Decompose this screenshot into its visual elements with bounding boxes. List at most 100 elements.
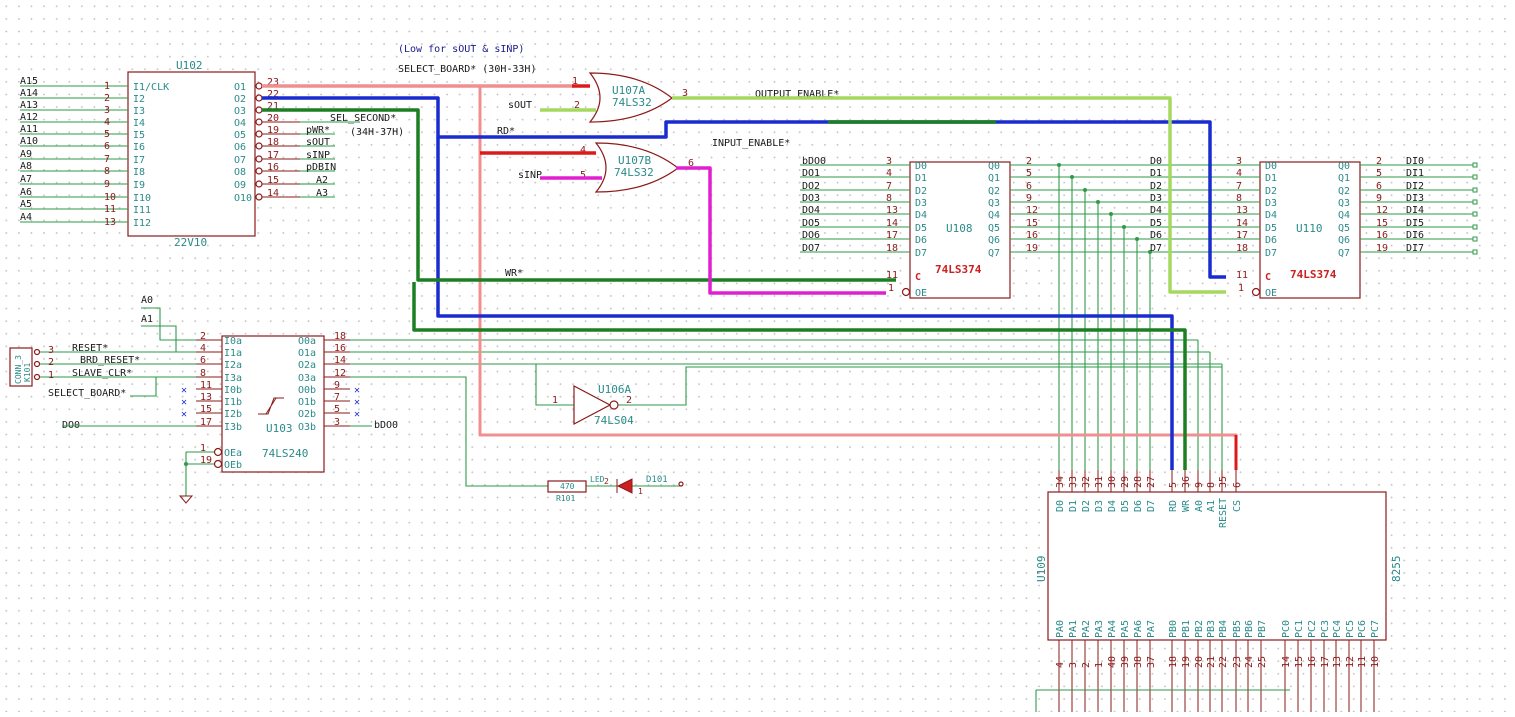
u103-output-pin: 7 — [334, 392, 340, 403]
u110-output-pin: 6 — [1376, 181, 1382, 192]
u110-input-net: D7 — [1150, 243, 1162, 254]
k101-net-select-board: SELECT_BOARD* — [48, 388, 126, 399]
u109-bottom-pin-name: PA3 — [1094, 620, 1105, 638]
u109-bottom-pin-name: PA4 — [1107, 620, 1118, 638]
u109-bottom-pin-name: PC7 — [1370, 620, 1381, 638]
u110-output-net: DI2 — [1406, 181, 1424, 192]
input-enable-highlight — [676, 166, 886, 295]
u102-input-net: A10 — [20, 136, 38, 147]
u108-oe-pin: 1 — [888, 283, 894, 294]
u102-input-net: A15 — [20, 76, 38, 87]
ground-icon — [178, 495, 194, 504]
u110-ref: U110 — [1296, 222, 1323, 235]
u110-output-terminal — [1472, 236, 1478, 242]
u102-input-pin: 4 — [104, 117, 110, 128]
vcc-terminal — [678, 481, 684, 487]
u109-top-pin-num: 5 — [1168, 482, 1179, 488]
u107b-body — [594, 142, 679, 193]
u102-output-net: A2 — [316, 175, 328, 186]
select-board-wire — [130, 376, 196, 397]
u108-input-pin: 18 — [886, 243, 898, 254]
r101-body — [547, 480, 587, 493]
u108-input-name: D0 — [915, 161, 927, 172]
u108-output-name: Q3 — [988, 198, 1000, 209]
u110-oe-name: OE — [1265, 288, 1277, 299]
u102-input-net: A14 — [20, 88, 38, 99]
u110-value: 74LS374 — [1290, 268, 1337, 281]
u103-input-name: I0a — [224, 336, 242, 347]
u102-output-net: A3 — [316, 188, 328, 199]
u102-output-bubble — [255, 106, 263, 114]
u109-bottom-pin-name: PA1 — [1068, 620, 1079, 638]
u109-bottom-pin-name: PB7 — [1257, 620, 1268, 638]
u109-top-pin-name: A0 — [1194, 500, 1205, 512]
u103-output-name: O2b — [298, 409, 316, 420]
u110-output-name: Q2 — [1338, 186, 1350, 197]
u103-net-a0: A0 — [141, 295, 153, 306]
u108-output-pin: 12 — [1026, 205, 1038, 216]
u109-bottom-pin-name: PC4 — [1332, 620, 1343, 638]
u109-top-pin-num: 33 — [1068, 476, 1079, 488]
u106a-body — [573, 385, 612, 425]
u102-output-pin: 21 — [267, 101, 279, 112]
u103-input-pin: 17 — [200, 417, 212, 428]
u108-input-net: DO1 — [802, 168, 820, 179]
u110-output-name: Q1 — [1338, 173, 1350, 184]
k101-net-label: SLAVE_CLR* — [72, 368, 132, 379]
u103-oe-pin: 1 — [200, 443, 206, 454]
u110-clk-name: C — [1265, 272, 1271, 283]
u102-input-pin: 3 — [104, 105, 110, 116]
wr-8255-highlight — [412, 282, 1187, 470]
u109-top-pin-name: D6 — [1133, 500, 1144, 512]
u110-input-pin: 3 — [1236, 156, 1242, 167]
u109-pins: 34D033D132D231D330D429D528D627D75RD36WR9… — [1035, 340, 1381, 712]
u109-bottom-pin-name: PA6 — [1133, 620, 1144, 638]
u108-input-net: DO3 — [802, 193, 820, 204]
k101-pin-dot — [33, 348, 41, 356]
u109-bottom-pin-num: 11 — [1357, 656, 1368, 668]
u108-input-name: D7 — [915, 248, 927, 259]
u109-top-pin-name: RESET — [1218, 498, 1229, 528]
u109-top-pin-name: RD — [1168, 500, 1179, 512]
u110-output-pin: 19 — [1376, 243, 1388, 254]
d101-pin2: 2 — [604, 477, 609, 486]
note-low: (Low for sOUT & sINP) — [398, 44, 524, 55]
u109-symbol: U109 8255 34D033D132D231D330D429D528D627… — [1035, 340, 1403, 712]
u103-input-pin: 2 — [200, 331, 206, 342]
label-select-board-range: SELECT_BOARD* (30H-33H) — [398, 64, 536, 75]
u110-output-net: DI0 — [1406, 156, 1424, 167]
u102-input-net: A9 — [20, 149, 32, 160]
u110-output-pin: 9 — [1376, 193, 1382, 204]
label-sel-second-range: (34H-37H) — [350, 127, 404, 138]
u110-clk-pin: 11 — [1236, 270, 1248, 281]
u109-top-pin-num: 8 — [1206, 482, 1217, 488]
u110-output-name: Q3 — [1338, 198, 1350, 209]
u109-top-pin-num: 29 — [1120, 476, 1131, 488]
u103-a1-wire — [141, 325, 196, 353]
u109-bottom-pin-num: 25 — [1257, 656, 1268, 668]
u109-value: 8255 — [1390, 556, 1403, 583]
u109-bottom-pin-num: 37 — [1146, 656, 1157, 668]
u102-output-net: sINP — [306, 150, 330, 161]
u106-output-wire — [618, 366, 1222, 406]
u106a-value: 74LS04 — [594, 414, 634, 427]
u103-output-name: O1a — [298, 348, 316, 359]
u109-bottom-pin-num: 23 — [1232, 656, 1243, 668]
u109-bottom-pin-num: 39 — [1120, 656, 1131, 668]
u109-top-pin-name: CS — [1232, 500, 1243, 512]
u109-bottom-pin-name: PC1 — [1294, 620, 1305, 638]
u102-input-net: A13 — [20, 100, 38, 111]
u110-input-pin: 7 — [1236, 181, 1242, 192]
u102-input-name: I7 — [133, 155, 145, 166]
u103-output-name: O0b — [298, 385, 316, 396]
u108-input-net: DO4 — [802, 205, 820, 216]
k101-net-label: RESET* — [72, 343, 108, 354]
u103-output-pin: 5 — [334, 404, 340, 415]
u108-output-pin: 2 — [1026, 156, 1032, 167]
u109-bottom-pin-name: PB2 — [1194, 620, 1205, 638]
u102-output-name: O7 — [234, 155, 246, 166]
